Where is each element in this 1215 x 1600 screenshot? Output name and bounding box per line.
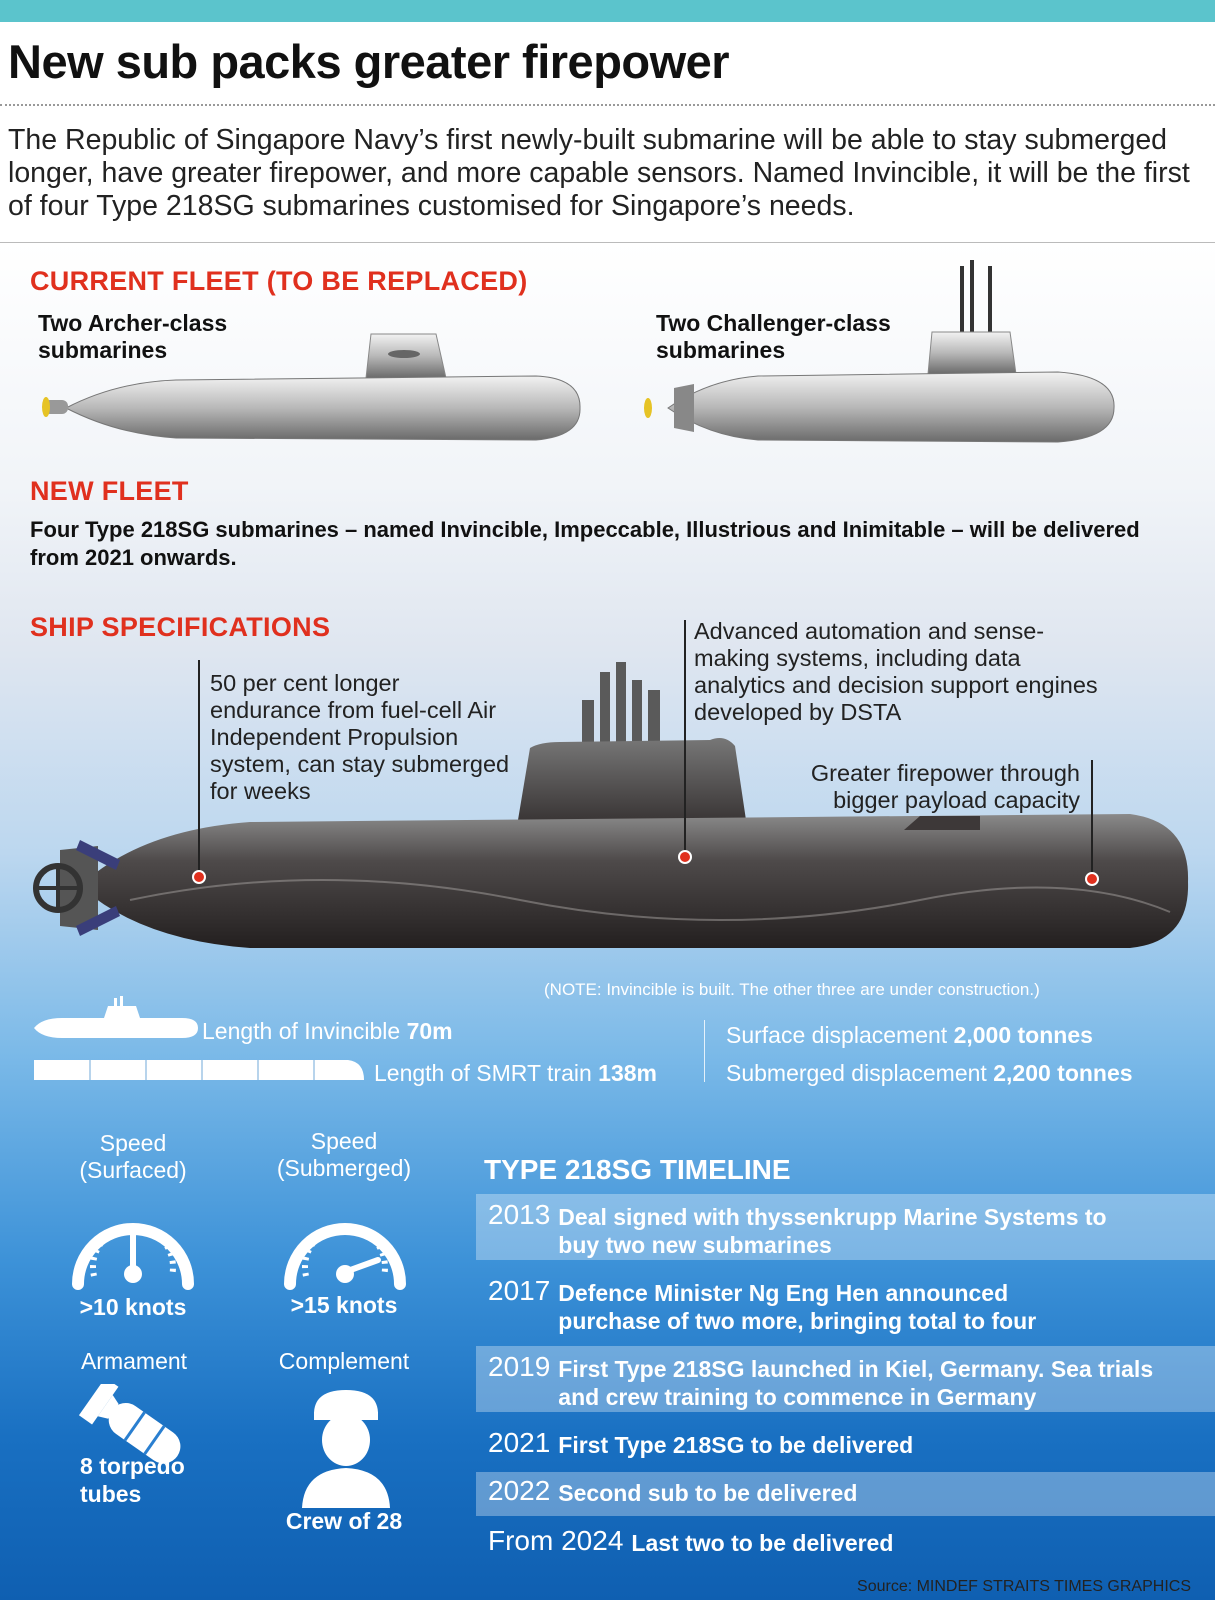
firepower-callout: Greater firepower through bigger payload…	[810, 760, 1080, 813]
ship-specifications-heading: SHIP SPECIFICATIONS	[30, 612, 331, 642]
timeline-item-2017: 2017 Defence Minister Ng Eng Hen announc…	[476, 1270, 1215, 1336]
title-divider	[0, 104, 1215, 106]
endurance-callout: 50 per cent longer endurance from fuel-c…	[210, 670, 510, 804]
length-train-label: Length of SMRT train	[374, 1060, 592, 1086]
timeline-item-2013: 2013 Deal signed with thyssenkrupp Marin…	[476, 1194, 1215, 1260]
armament-label: Armament	[80, 1348, 188, 1374]
speed-surfaced-label: Speed (Surfaced)	[79, 1130, 187, 1183]
timeline-text: Last two to be delivered	[631, 1530, 894, 1556]
top-accent-bar	[0, 0, 1215, 22]
automation-leader-line	[684, 620, 686, 858]
timeline-year: 2019	[488, 1351, 551, 1382]
timeline-item-2024: From 2024 Last two to be delivered	[476, 1522, 1215, 1566]
armament-value: 8 torpedo tubes	[80, 1453, 185, 1507]
automation-marker	[678, 850, 692, 864]
length-invincible-stat: Length of Invincible 70m	[202, 1018, 453, 1045]
length-train-value: 138m	[598, 1060, 657, 1086]
firepower-leader-line	[1091, 760, 1093, 878]
complement-label: Complement	[278, 1348, 410, 1374]
invincible-length-silhouette	[34, 996, 198, 1038]
intro-divider	[0, 242, 1215, 243]
challenger-submarine-illustration	[644, 260, 1115, 443]
timeline-heading: TYPE 218SG TIMELINE	[484, 1154, 791, 1185]
endurance-leader-line	[198, 660, 200, 878]
archer-submarine-illustration	[42, 333, 581, 441]
page-title: New sub packs greater firepower	[8, 35, 730, 88]
timeline-year: 2021	[488, 1427, 551, 1458]
timeline-item-2019: 2019 First Type 218SG launched in Kiel, …	[476, 1346, 1215, 1412]
stats-divider	[704, 1020, 705, 1082]
complement-value: Crew of 28	[285, 1508, 403, 1534]
timeline-text: Deal signed with thyssenkrupp Marine Sys…	[558, 1204, 1107, 1258]
speed-submerged-label: Speed (Submerged)	[276, 1128, 412, 1181]
timeline-year: 2017	[488, 1275, 551, 1306]
type-218sg-submarine-illustration	[33, 662, 1189, 948]
speedometer-submerged-icon	[284, 1223, 406, 1290]
surface-displacement-value: 2,000 tonnes	[953, 1022, 1093, 1048]
intro-paragraph: The Republic of Singapore Navy’s first n…	[8, 124, 1190, 222]
new-fleet-heading: NEW FLEET	[30, 476, 189, 506]
submerged-displacement-value: 2,200 tonnes	[993, 1060, 1133, 1086]
timeline-text: Defence Minister Ng Eng Hen announced pu…	[558, 1280, 1037, 1334]
firepower-marker	[1085, 872, 1099, 886]
surface-displacement-label: Surface displacement	[726, 1022, 948, 1048]
length-invincible-label: Length of Invincible	[202, 1018, 401, 1044]
smrt-train-silhouette	[34, 1060, 364, 1080]
timeline-item-2022: 2022 Second sub to be delivered	[476, 1472, 1215, 1516]
timeline-text: First Type 218SG to be delivered	[558, 1432, 914, 1458]
automation-callout: Advanced automation and sense-making sys…	[694, 618, 1098, 725]
submerged-displacement-stat: Submerged displacement 2,200 tonnes	[726, 1060, 1133, 1087]
timeline-text: First Type 218SG launched in Kiel, Germa…	[558, 1356, 1154, 1410]
current-fleet-heading: CURRENT FLEET (TO BE REPLACED)	[30, 266, 528, 296]
torpedo-icon	[78, 1384, 181, 1464]
length-invincible-value: 70m	[406, 1018, 453, 1044]
timeline-year: 2013	[488, 1199, 551, 1230]
timeline-year: 2022	[488, 1475, 551, 1506]
timeline-year: From 2024	[488, 1525, 624, 1556]
source-credit: Source: MINDEF STRAITS TIMES GRAPHICS	[857, 1578, 1191, 1595]
length-train-stat: Length of SMRT train 138m	[374, 1060, 657, 1087]
timeline-item-2021: 2021 First Type 218SG to be delivered	[476, 1424, 1215, 1468]
crew-member-icon	[302, 1390, 390, 1508]
archer-class-label: Two Archer-class submarines	[38, 310, 228, 363]
construction-note: (NOTE: Invincible is built. The other th…	[544, 980, 1040, 999]
surface-displacement-stat: Surface displacement 2,000 tonnes	[726, 1022, 1093, 1049]
speedometer-surfaced-icon	[72, 1223, 194, 1290]
endurance-marker	[192, 870, 206, 884]
new-fleet-description: Four Type 218SG submarines – named Invin…	[30, 517, 1140, 570]
submerged-displacement-label: Submerged displacement	[726, 1060, 987, 1086]
speed-surfaced-value: >10 knots	[79, 1294, 187, 1320]
speed-submerged-value: >15 knots	[290, 1292, 398, 1318]
challenger-class-label: Two Challenger-class submarines	[656, 310, 891, 363]
timeline-text: Second sub to be delivered	[558, 1480, 858, 1506]
